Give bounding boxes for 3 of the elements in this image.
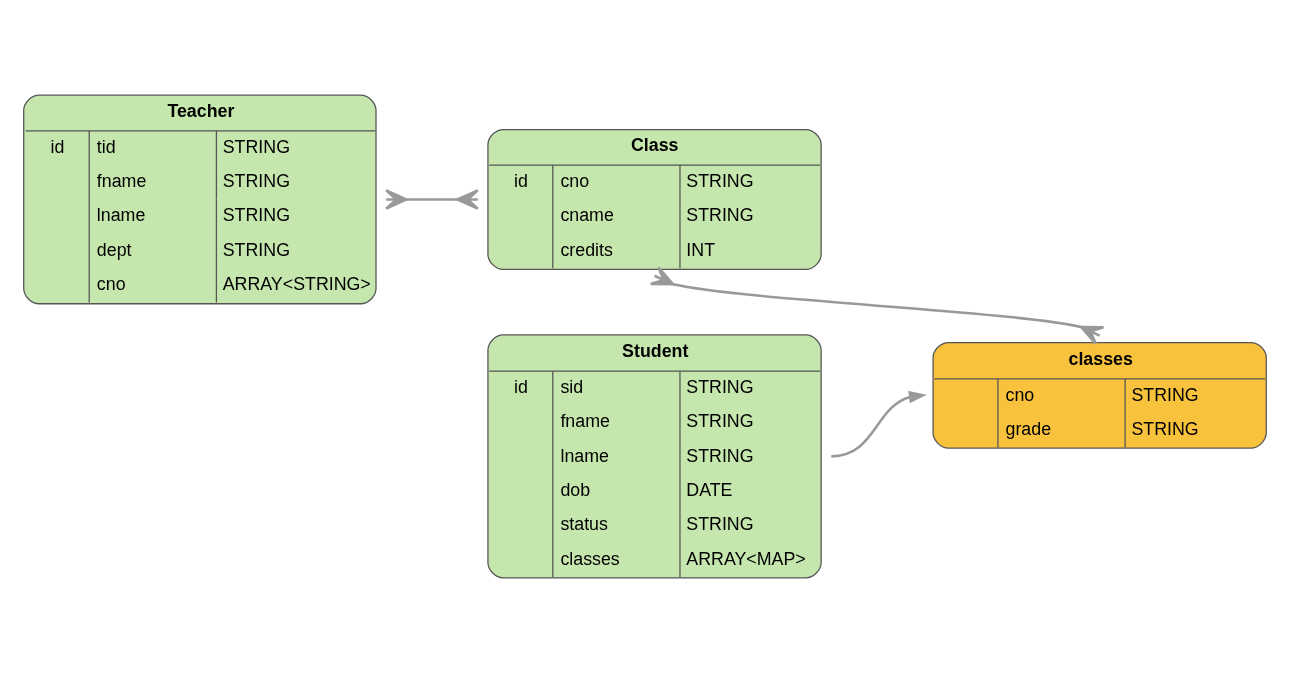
connector (384, 189, 480, 210)
connector (649, 266, 1105, 346)
arrow (831, 390, 927, 458)
